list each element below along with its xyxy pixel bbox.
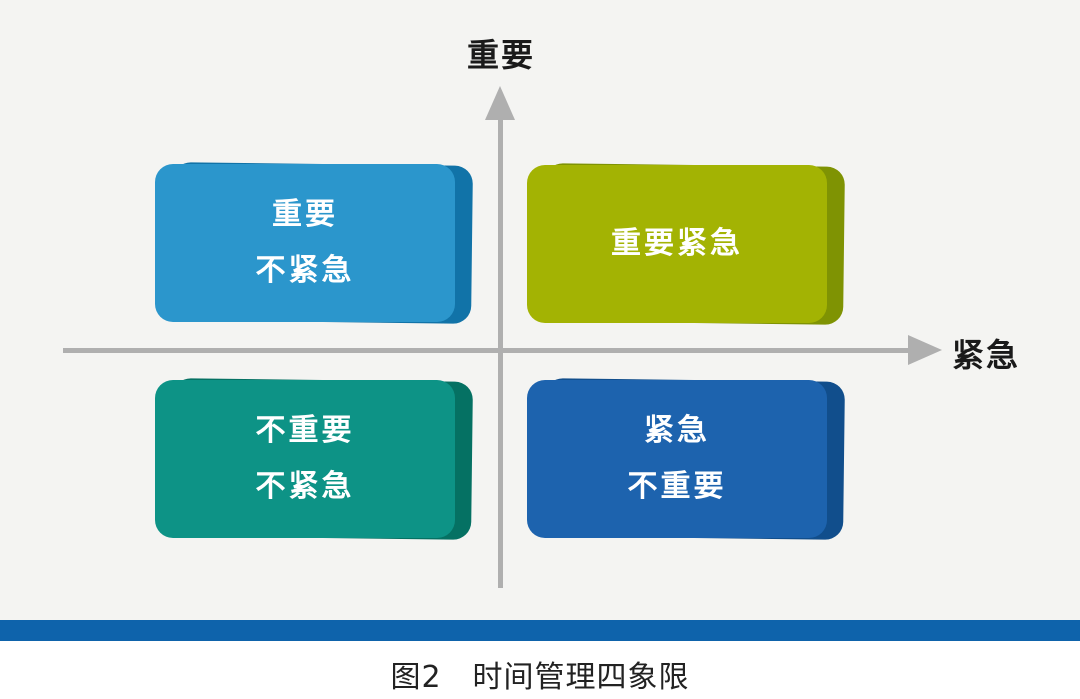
quadrant-face: 重要 不紧急 (155, 164, 455, 322)
quadrant-label-line: 不紧急 (255, 253, 355, 288)
quadrant-label-line: 重要 (272, 197, 338, 232)
divider-bar (0, 620, 1080, 641)
quadrant-not-important-not-urgent: 不重要 不紧急 (155, 378, 473, 540)
quadrant-face: 紧急 不重要 (527, 380, 827, 538)
quadrant-face: 不重要 不紧急 (155, 380, 455, 538)
x-axis-label: 紧急 (952, 336, 1021, 374)
quadrant-important-urgent: 重要紧急 (527, 163, 845, 325)
quadrant-urgent-not-important: 紧急 不重要 (527, 378, 845, 540)
y-axis-label: 重要 (466, 36, 536, 74)
x-axis-arrow-icon (908, 335, 942, 365)
x-axis-line (63, 348, 912, 353)
quadrant-label-line: 不重要 (255, 413, 355, 448)
figure-caption: 图2 时间管理四象限 (390, 660, 690, 695)
y-axis-arrow-icon (485, 86, 515, 120)
quadrant-label-line: 重要紧急 (611, 226, 743, 261)
quadrant-label-line: 不紧急 (255, 469, 355, 504)
quadrant-important-not-urgent: 重要 不紧急 (155, 162, 473, 324)
quadrant-face: 重要紧急 (527, 165, 827, 323)
quadrant-label-line: 不重要 (627, 469, 727, 504)
quadrant-label-line: 紧急 (644, 413, 710, 448)
